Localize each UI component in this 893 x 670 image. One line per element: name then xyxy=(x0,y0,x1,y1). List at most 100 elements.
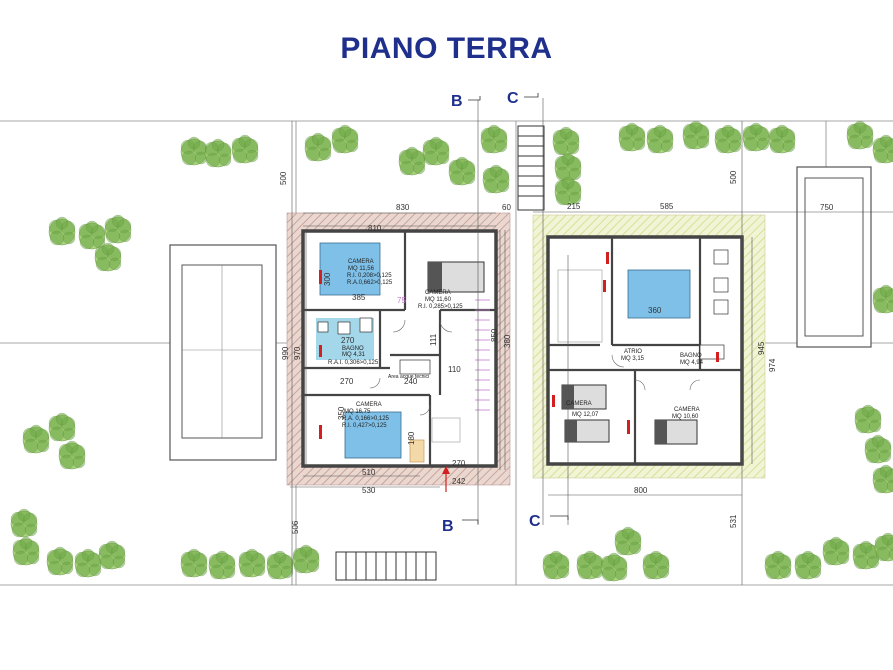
dim-531: 531 xyxy=(729,514,738,528)
dim-750: 750 xyxy=(820,203,834,212)
tree-icon xyxy=(204,138,232,168)
dim-510: 510 xyxy=(362,468,376,477)
tree-icon xyxy=(94,242,122,272)
room-camera1-area: MQ 11,56 xyxy=(348,266,375,272)
dim-242: 242 xyxy=(452,477,466,486)
tree-icon xyxy=(822,536,850,566)
tree-icon xyxy=(231,134,259,164)
section-marker-c-top: C xyxy=(507,90,519,107)
tree-icon xyxy=(48,412,76,442)
tree-icon xyxy=(554,152,582,182)
dim-500a: 500 xyxy=(279,171,288,185)
tree-icon xyxy=(208,550,236,580)
section-marker-c-bottom: C xyxy=(529,513,541,530)
tree-icon xyxy=(398,146,426,176)
room-camera3-name: CAMERA xyxy=(356,402,382,408)
dim-970: 970 xyxy=(293,346,302,360)
tree-icon xyxy=(180,136,208,166)
room-areacque-name: Area acque tecnici xyxy=(388,374,429,380)
tree-icon xyxy=(576,550,604,580)
section-ticks xyxy=(462,93,569,524)
dim-350: 350 xyxy=(337,406,346,420)
tree-icon xyxy=(646,124,674,154)
tree-icon xyxy=(238,548,266,578)
room-bagno1-rai: R.A.I. 0,306>0,125 xyxy=(328,360,379,366)
stairs-top xyxy=(517,125,545,211)
tree-icon xyxy=(864,434,892,464)
room-camera5-name: CAMERA xyxy=(674,407,700,413)
tree-icon xyxy=(682,120,710,150)
tree-icon xyxy=(104,214,132,244)
room-camera1-name: CAMERA xyxy=(348,259,374,265)
dim-240: 240 xyxy=(404,377,418,386)
tree-icon xyxy=(58,440,86,470)
dim-385: 385 xyxy=(352,293,366,302)
dim-60: 60 xyxy=(502,203,511,212)
room-bagno1-name: BAGNO xyxy=(342,346,364,352)
room-camera3-ra: R.A. 0,166>0,125 xyxy=(342,416,390,422)
tree-icon xyxy=(600,552,628,582)
tree-icon xyxy=(98,540,126,570)
dim-500b: 500 xyxy=(729,170,738,184)
tree-icon xyxy=(714,124,742,154)
dim-111: 111 xyxy=(429,333,438,346)
tree-icon xyxy=(846,120,874,150)
section-marker-b-bottom: B xyxy=(442,518,454,535)
trees xyxy=(10,120,893,582)
dim-215: 215 xyxy=(567,202,581,211)
dim-945: 945 xyxy=(757,341,766,355)
dim-506: 506 xyxy=(291,520,300,534)
dim-360: 360 xyxy=(648,306,662,315)
dim-110: 110 xyxy=(448,365,461,374)
tree-icon xyxy=(872,134,893,164)
section-marker-b-top: B xyxy=(451,93,463,110)
dim-380: 380 xyxy=(503,334,512,348)
dim-270c: 270 xyxy=(452,459,466,468)
tree-icon xyxy=(768,124,796,154)
room-camera2-name: CAMERA xyxy=(425,290,451,296)
tree-icon xyxy=(10,508,38,538)
dim-850: 850 xyxy=(490,328,499,342)
tree-icon xyxy=(482,164,510,194)
room-camera1-ra: R.A.0,662>0,125 xyxy=(347,280,393,286)
dim-974: 974 xyxy=(768,358,777,372)
dim-990: 990 xyxy=(281,346,290,360)
tree-icon xyxy=(480,124,508,154)
dim-75: 75 xyxy=(397,296,406,305)
room-camera2-ri: R.I. 0,285>0,125 xyxy=(418,304,463,310)
dim-180: 180 xyxy=(407,431,416,445)
stairs-bottom xyxy=(335,551,437,581)
room-bagno2-name: BAGNO xyxy=(680,353,702,359)
tree-icon xyxy=(22,424,50,454)
dimension-labels: 500 830 60 215 585 500 750 810 990 970 8… xyxy=(279,170,834,534)
tree-icon xyxy=(78,220,106,250)
tree-icon xyxy=(422,136,450,166)
page-title: PIANO TERRA xyxy=(340,32,553,65)
dim-830: 830 xyxy=(396,203,410,212)
pool-right xyxy=(796,166,872,348)
tree-icon xyxy=(48,216,76,246)
room-labels: CAMERA MQ 11,56 R.I. 0,208>0,125 R.A.0,6… xyxy=(328,259,704,429)
tree-icon xyxy=(331,124,359,154)
tree-icon xyxy=(874,532,893,562)
dim-270a: 270 xyxy=(341,336,355,345)
tree-icon xyxy=(614,526,642,556)
tree-icon xyxy=(764,550,792,580)
room-camera2-area: MQ 11,60 xyxy=(425,297,452,303)
tree-icon xyxy=(542,550,570,580)
room-atrio-name: ATRIO xyxy=(624,349,642,355)
room-camera4-name: CAMERA xyxy=(566,401,592,407)
tree-icon xyxy=(304,132,332,162)
tree-icon xyxy=(266,550,294,580)
height-arrow xyxy=(442,466,450,492)
unit-right xyxy=(532,214,766,479)
room-bagno2-area: MQ 4,94 xyxy=(680,360,704,366)
tree-icon xyxy=(854,404,882,434)
tree-icon xyxy=(74,548,102,578)
room-camera5-area: MQ 10,60 xyxy=(672,414,699,420)
tree-icon xyxy=(794,550,822,580)
dim-800: 800 xyxy=(634,486,648,495)
dimension-lines xyxy=(290,98,893,585)
room-bagno1-area: MQ 4,31 xyxy=(342,352,366,358)
pool-left xyxy=(169,244,277,461)
